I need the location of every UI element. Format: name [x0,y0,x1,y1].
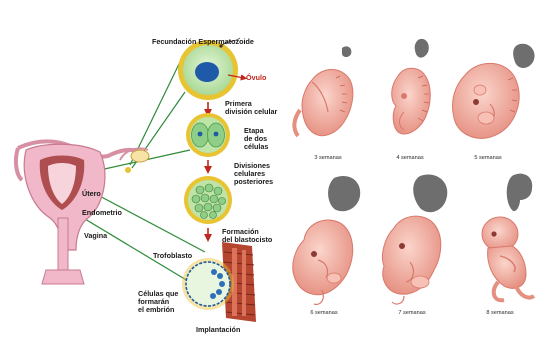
two-cell-stage [186,113,230,157]
silhouettes-bottom [328,174,532,213]
ovule-label: Óvulo [246,74,266,82]
week-label-3: 3 semanas [298,155,358,161]
fertilized-ovule [178,38,240,100]
week-label-5: 5 semanas [458,155,518,161]
implantation [182,242,256,322]
morula [184,176,232,224]
week-label-6: 6 semanas [294,310,354,316]
fertilization-label: Fecundación Espermatozoide [152,38,254,46]
two-cell-label-3: células [244,143,268,151]
later-divisions-label-3: posteriores [234,178,273,186]
week-label-4: 4 semanas [380,155,440,161]
first-division-label-2: división celular [225,108,277,116]
week-label-8: 8 semanas [470,310,530,316]
silhouettes-top [342,39,535,68]
embryo-7-weeks [382,216,440,304]
week-label-7: 7 semanas [382,310,442,316]
vagina-label: Vagina [84,232,107,240]
implantation-label: Implantación [196,326,240,334]
embryo-cells-label-3: el embrión [138,306,174,314]
embryo-8-weeks [482,217,534,300]
blastocyst-label-2: del blastocisto [222,236,272,244]
embryo-4-weeks [392,68,431,134]
endometrium-label: Endometrio [82,209,122,217]
trophoblast-label: Trofoblasto [153,252,192,260]
embryo-5-weeks [453,63,520,138]
embryo-3-weeks [294,70,353,137]
uterus-label: Útero [82,190,101,198]
embryo-6-weeks [293,220,353,304]
